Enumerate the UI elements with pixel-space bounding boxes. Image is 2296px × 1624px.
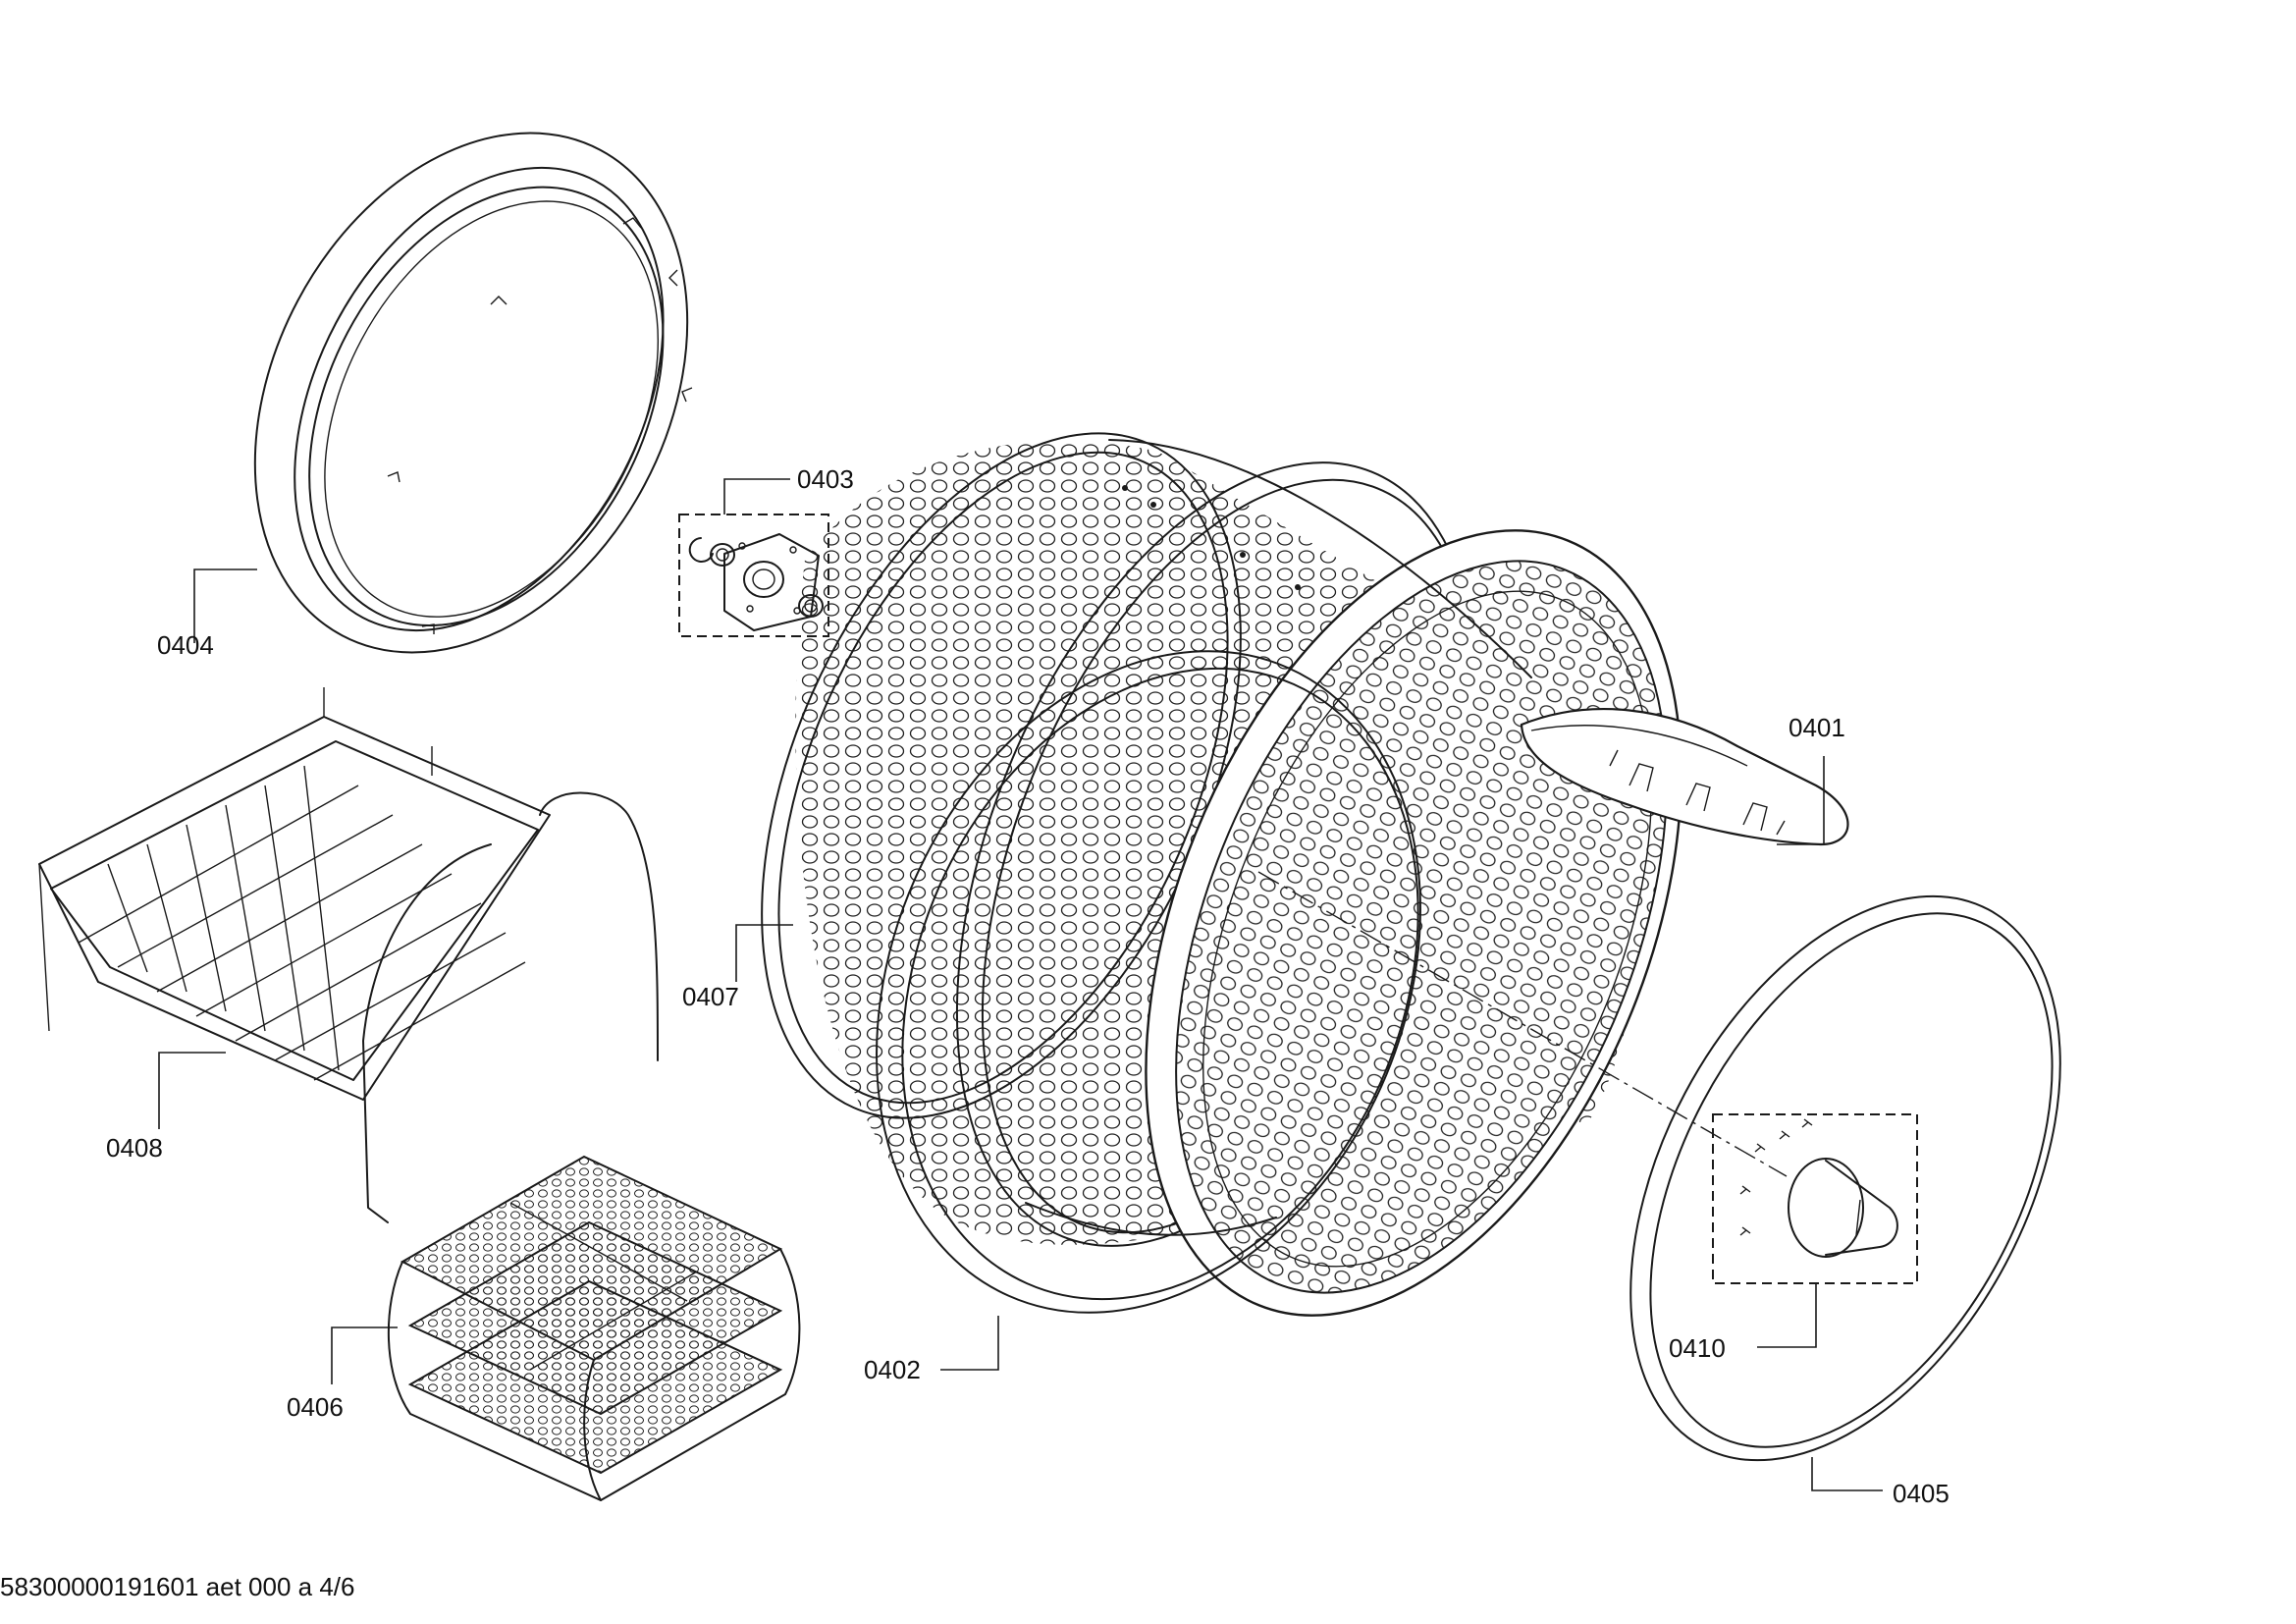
leader-0401: [1777, 756, 1825, 845]
leader-0408: [158, 1052, 226, 1129]
label-0403: 0403: [797, 464, 854, 494]
assembly-axis-line: [1257, 871, 1788, 1177]
label-0401: 0401: [1789, 713, 1845, 742]
label-0404: 0404: [157, 630, 214, 660]
part-rear-seal: [1629, 894, 2061, 1462]
label-0408: 0408: [106, 1133, 163, 1163]
label-0405: 0405: [1893, 1479, 1949, 1508]
part-door-ring: [253, 132, 693, 654]
leader-0402: [940, 1316, 999, 1371]
label-0410: 0410: [1669, 1333, 1726, 1363]
leader-0410: [1757, 1283, 1817, 1348]
label-0402: 0402: [864, 1355, 921, 1384]
leader-0404: [193, 568, 257, 643]
leader-0403: [723, 478, 790, 514]
leader-0407: [735, 924, 793, 982]
leader-0405: [1811, 1457, 1883, 1491]
part-drum: [761, 432, 1682, 1317]
part-shaft-kit: [1712, 1113, 1918, 1284]
label-0407: 0407: [682, 982, 739, 1011]
part-drying-rack: [38, 687, 659, 1223]
part-shelf-insert: [387, 1155, 801, 1501]
part-drum-seal: [876, 650, 1421, 1314]
label-0406: 0406: [287, 1392, 344, 1422]
leader-0406: [331, 1326, 398, 1384]
document-footer-code: 58300000191601 aet 000 a 4/6: [0, 1572, 354, 1601]
